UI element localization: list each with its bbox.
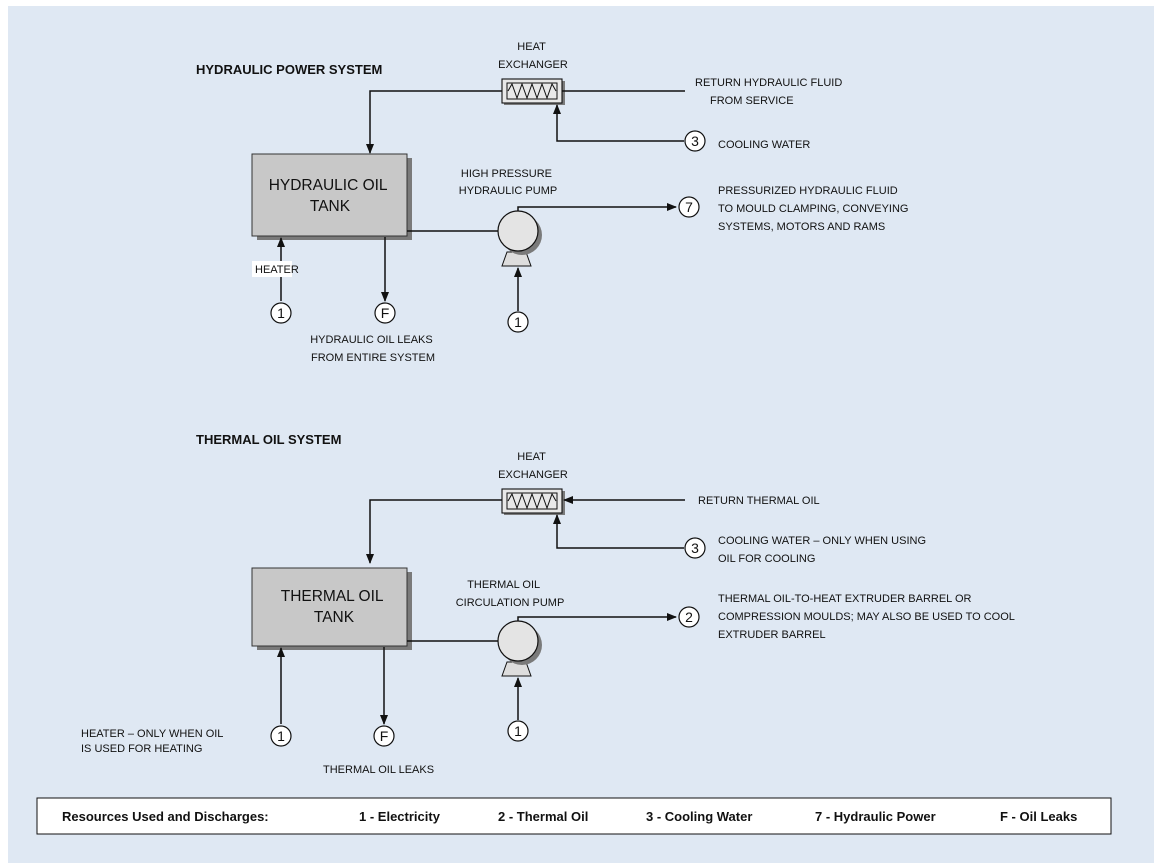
legend-item-electricity: 1 - Electricity bbox=[359, 809, 441, 824]
legend: Resources Used and Discharges: 1 - Elect… bbox=[36, 797, 1112, 835]
thermal-leak-label: THERMAL OIL LEAKS bbox=[323, 764, 434, 776]
svg-text:1: 1 bbox=[277, 728, 285, 744]
svg-text:F: F bbox=[381, 305, 390, 321]
hydraulic-output-node: 7 bbox=[678, 196, 700, 218]
thermal-heater-label: HEATER – ONLY WHEN OIL IS USED FOR HEATI… bbox=[81, 728, 226, 755]
hydraulic-section-title: HYDRAULIC POWER SYSTEM bbox=[196, 62, 382, 77]
hydraulic-heater-label-bg bbox=[252, 261, 292, 277]
hydraulic-cooling-label: COOLING WATER bbox=[718, 139, 810, 151]
legend-item-hydraulic-power: 7 - Hydraulic Power bbox=[815, 809, 936, 824]
thermal-heater-node: 1 bbox=[270, 725, 292, 747]
hydraulic-return-label: RETURN HYDRAULIC FLUID FROM SERVICE bbox=[695, 77, 845, 107]
hydraulic-pump bbox=[497, 210, 542, 267]
thermal-pump-power-node: 1 bbox=[507, 720, 529, 742]
thermal-cooling-node: 3 bbox=[684, 537, 706, 559]
thermal-section-title: THERMAL OIL SYSTEM bbox=[196, 432, 341, 447]
svg-text:1: 1 bbox=[514, 723, 522, 739]
svg-text:7: 7 bbox=[685, 199, 693, 215]
hydraulic-output-label: PRESSURIZED HYDRAULIC FLUID TO MOULD CLA… bbox=[718, 185, 912, 233]
svg-text:F: F bbox=[380, 728, 389, 744]
thermal-cooling-line bbox=[553, 514, 684, 549]
thermal-pump bbox=[497, 620, 542, 677]
svg-text:1: 1 bbox=[514, 314, 522, 330]
thermal-output-label: THERMAL OIL-TO-HEAT EXTRUDER BARREL OR C… bbox=[718, 593, 1018, 641]
hydraulic-hx-label: HEAT EXCHANGER bbox=[498, 41, 568, 71]
thermal-output-node: 2 bbox=[678, 606, 700, 628]
hydraulic-pump-label: HIGH PRESSURE HYDRAULIC PUMP bbox=[459, 168, 557, 197]
diagram-panel bbox=[8, 6, 1154, 863]
hydraulic-cooling-node: 3 bbox=[684, 130, 706, 152]
thermal-heat-exchanger bbox=[501, 488, 565, 515]
legend-title: Resources Used and Discharges: bbox=[62, 809, 269, 824]
hydraulic-heat-exchanger bbox=[501, 78, 565, 105]
thermal-return-label: RETURN THERMAL OIL bbox=[698, 495, 820, 507]
thermal-leak-node: F bbox=[373, 725, 395, 747]
hydraulic-power-system: HYDRAULIC POWER SYSTEM HEAT EXCHANGER RE… bbox=[196, 41, 912, 364]
thermal-pump-label: THERMAL OIL CIRCULATION PUMP bbox=[456, 579, 565, 609]
svg-text:2: 2 bbox=[685, 609, 693, 625]
thermal-hx-label: HEAT EXCHANGER bbox=[498, 451, 568, 481]
svg-text:THERMAL OIL TANK: THERMAL OIL TANK bbox=[281, 588, 388, 626]
hydraulic-heater-label: HEATER bbox=[255, 264, 299, 276]
hydraulic-oil-tank: HYDRAULIC OIL TANK bbox=[251, 153, 412, 240]
svg-text:3: 3 bbox=[691, 540, 699, 556]
hydraulic-hx-to-tank-line bbox=[366, 90, 502, 154]
svg-text:1: 1 bbox=[277, 305, 285, 321]
legend-item-thermal-oil: 2 - Thermal Oil bbox=[498, 809, 588, 824]
legend-item-oil-leaks: F - Oil Leaks bbox=[1000, 809, 1077, 824]
legend-item-cooling-water: 3 - Cooling Water bbox=[646, 809, 752, 824]
hydraulic-pump-power-node: 1 bbox=[507, 311, 529, 333]
svg-text:HYDRAULIC OIL TANK: HYDRAULIC OIL TANK bbox=[269, 177, 392, 215]
svg-text:3: 3 bbox=[691, 133, 699, 149]
thermal-oil-system: THERMAL OIL SYSTEM HEAT EXCHANGER RETURN… bbox=[81, 432, 1018, 776]
hydraulic-pump-output-line bbox=[517, 203, 677, 211]
hydraulic-leak-node: F bbox=[374, 302, 396, 324]
hydraulic-heater-node: 1 bbox=[270, 302, 292, 324]
thermal-hx-to-tank-line bbox=[366, 499, 502, 564]
thermal-pump-output-line bbox=[517, 613, 677, 621]
thermal-cooling-label: COOLING WATER – ONLY WHEN USING OIL FOR … bbox=[718, 535, 929, 565]
hydraulic-cooling-line bbox=[553, 104, 684, 142]
hydraulic-leak-label: HYDRAULIC OIL LEAKS FROM ENTIRE SYSTEM bbox=[310, 334, 436, 364]
thermal-oil-tank: THERMAL OIL TANK bbox=[251, 567, 412, 650]
